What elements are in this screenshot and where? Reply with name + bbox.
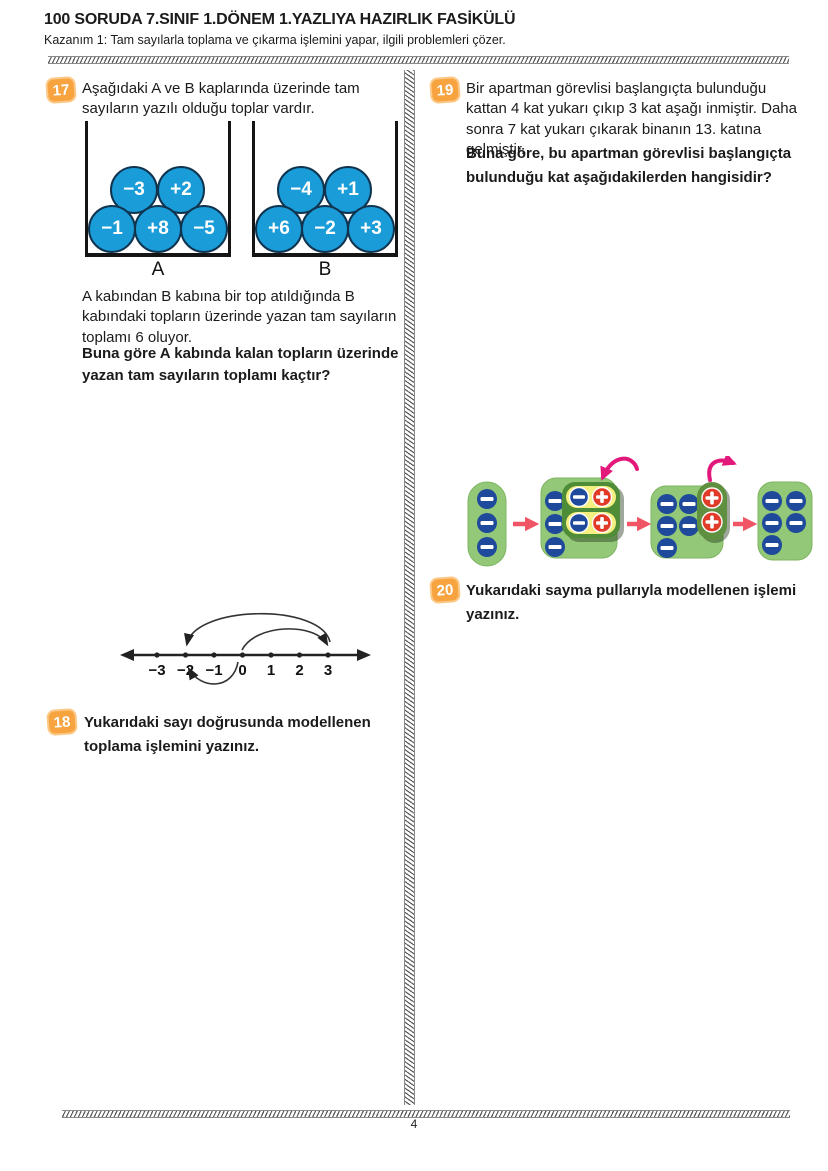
- container-a-label: A: [151, 259, 165, 280]
- minus-counter-icon: [568, 512, 590, 534]
- ball: +8: [134, 205, 182, 253]
- minus-counter-icon: [657, 516, 677, 536]
- minus-counter-icon: [657, 494, 677, 514]
- ball: +6: [255, 205, 303, 253]
- counter-box-4: [757, 481, 813, 561]
- axis-right-arrow-icon: [357, 649, 371, 661]
- minus-counter-icon: [545, 537, 565, 557]
- ball: −1: [88, 205, 136, 253]
- counter-box-2: [540, 477, 624, 559]
- tick-label: −3: [148, 662, 165, 679]
- axis-left-arrow-icon: [120, 649, 134, 661]
- minus-counter-icon: [477, 537, 497, 557]
- number-line-diagram: −3 −2 −1 0 1 2 3: [120, 612, 371, 685]
- minus-counter-icon: [657, 538, 677, 558]
- container-b: −4 +1 +6 −2 +3: [252, 121, 398, 257]
- question-17-badge: 17: [45, 75, 77, 105]
- minus-counter-icon: [545, 514, 565, 534]
- page-title: 100 SORUDA 7.SINIF 1.DÖNEM 1.YAZLIYA HAZ…: [44, 11, 516, 28]
- minus-counter-icon: [477, 489, 497, 509]
- question-17-prompt: Aşağıdaki A ve B kaplarında üzerinde tam…: [82, 80, 360, 118]
- counter-box-3: [650, 482, 730, 559]
- bottom-divider: [62, 1110, 790, 1118]
- jump-arc-3-to-minus2: [184, 612, 331, 647]
- page-number: 4: [410, 1117, 418, 1131]
- tick-label: 2: [295, 662, 303, 679]
- question-20-question: Yukarıdaki sayma pullarıyla modellenen i…: [466, 582, 797, 624]
- container-b-label: B: [318, 259, 332, 280]
- minus-counter-icon: [545, 491, 565, 511]
- minus-counter-icon: [477, 513, 497, 533]
- plus-counter-icon: [591, 486, 613, 508]
- minus-counter-icon: [568, 486, 590, 508]
- plus-counter-icon: [701, 511, 723, 533]
- minus-counter-icon: [679, 516, 699, 536]
- tick-label: 0: [238, 662, 246, 679]
- tick-dots: [154, 652, 331, 658]
- question-19-badge: 19: [429, 75, 461, 105]
- ball: −5: [180, 205, 228, 253]
- tick-label: 1: [267, 662, 275, 679]
- tick-label: −2: [177, 662, 194, 679]
- add-pairs-arrow-icon: [600, 456, 639, 481]
- jump-arc-0-to-3: [241, 628, 329, 651]
- question-19-prompt: Bir apartman görevlisi başlangıçta bulun…: [466, 80, 797, 158]
- tick-label: −1: [205, 662, 222, 679]
- minus-counter-icon: [786, 491, 806, 511]
- removed-plus-pill: [697, 482, 730, 543]
- question-17-body: A kabından B kabına bir top atıldığında …: [82, 288, 397, 346]
- column-divider: [404, 70, 415, 1105]
- minus-counter-icon: [762, 535, 782, 555]
- container-a: −3 +2 −1 +8 −5: [85, 121, 231, 257]
- jump-arc-0-to-minus2: [187, 661, 239, 685]
- plus-counter-icon: [591, 512, 613, 534]
- remove-pairs-arrow-icon: [707, 456, 737, 482]
- minus-counter-icon: [762, 513, 782, 533]
- zero-pairs-highlight-box: [562, 482, 624, 542]
- objective-line: Kazanım 1: Tam sayılarla toplama ve çıka…: [44, 33, 506, 47]
- top-divider: [48, 56, 789, 64]
- ball: +3: [347, 205, 395, 253]
- question-20-badge: 20: [429, 575, 461, 605]
- minus-counter-icon: [762, 491, 782, 511]
- counter-box-1: [467, 481, 507, 567]
- minus-counter-icon: [786, 513, 806, 533]
- minus-counter-icon: [679, 494, 699, 514]
- question-18-badge: 18: [46, 707, 78, 737]
- tick-label: 3: [324, 662, 332, 679]
- question-19-question: Buna göre, bu apartman görevlisi başlang…: [466, 145, 792, 187]
- plus-counter-icon: [701, 487, 723, 509]
- question-18-question: Yukarıdaki sayı doğrusunda modellenen to…: [84, 714, 371, 756]
- counters-diagram: [467, 456, 813, 567]
- question-17-question: Buna göre A kabında kalan topların üzeri…: [82, 345, 399, 384]
- ball: −2: [301, 205, 349, 253]
